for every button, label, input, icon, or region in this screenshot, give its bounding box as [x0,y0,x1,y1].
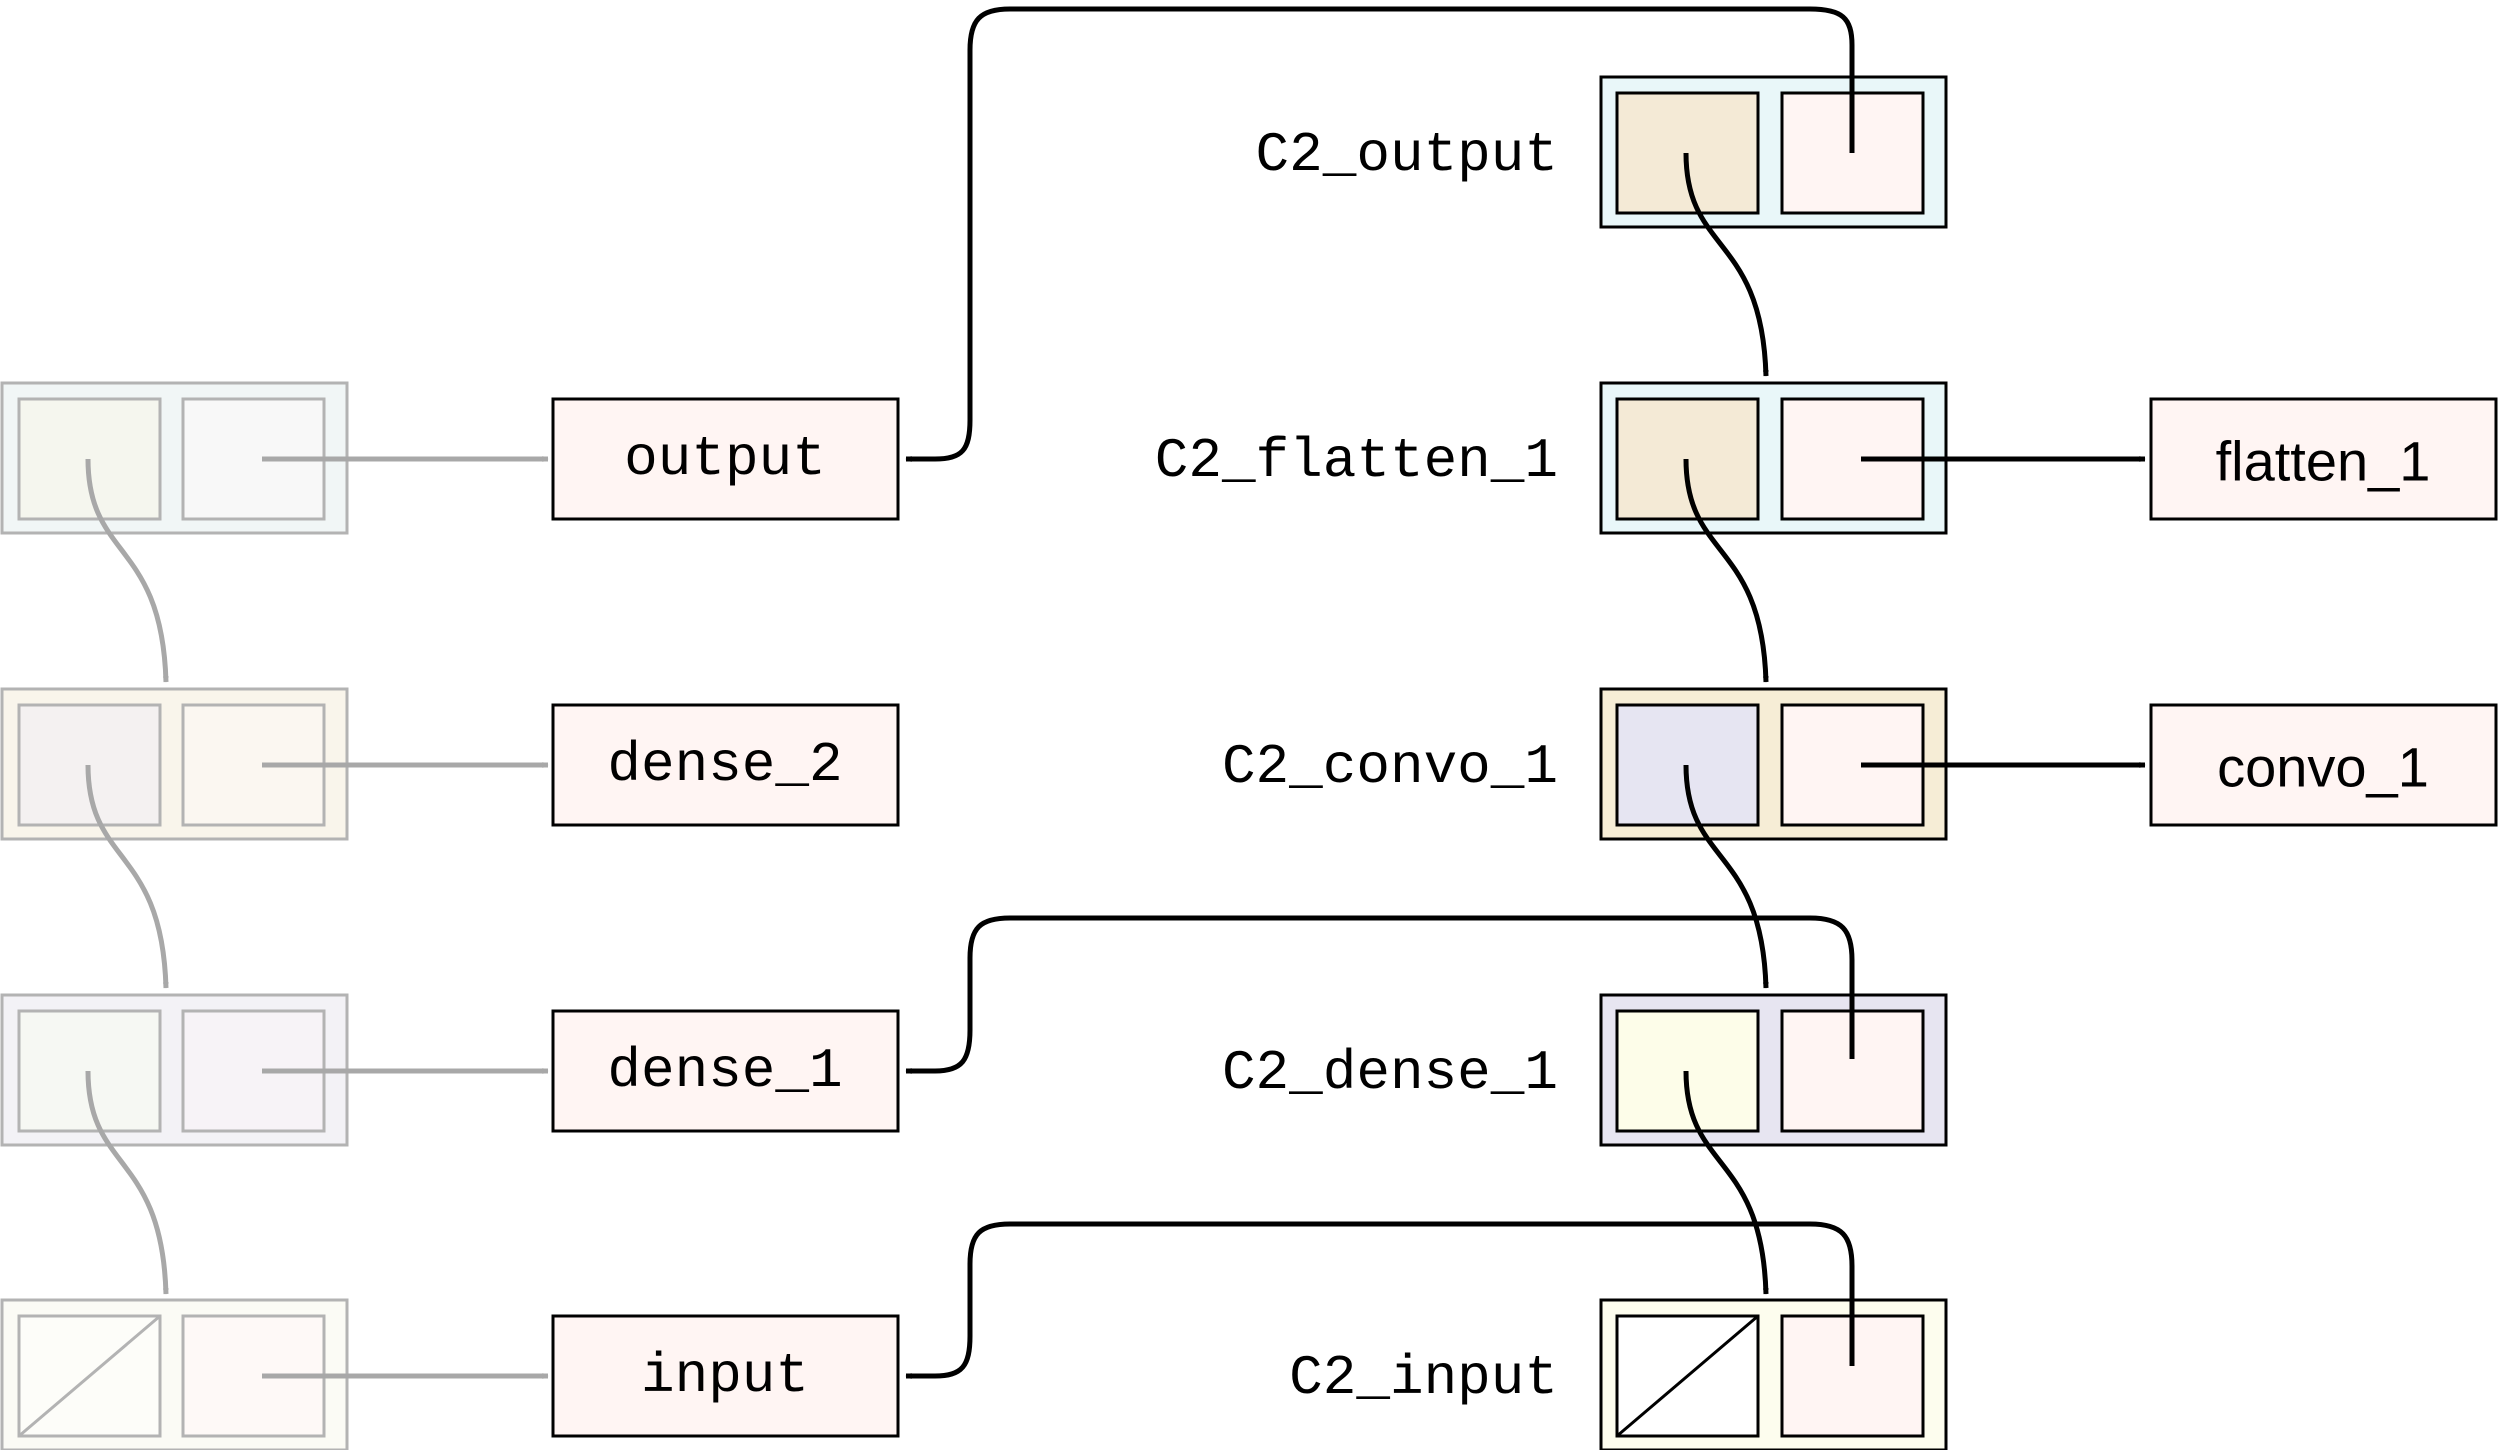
left-chain: output dense_2 dense_1 input [0,381,900,1450]
cell-label-c2-flatten-1: C2_flatten_1 [1155,429,1558,493]
name-box-convo-1 [2149,703,2498,827]
name-label-convo-1: convo_1 [2217,736,2429,799]
name-label-dense-2: dense_2 [607,733,842,797]
left-cell-dense-2 [0,687,349,841]
name-label-input: input [641,1344,809,1408]
name-label-flatten-1: flatten_1 [2216,430,2431,493]
left-null-slash [18,1314,161,1438]
left-next-arrow [85,764,169,989]
right-next-arrow [1683,764,1769,989]
right-cdr-arrow-to-dense-1 [905,915,1855,1074]
right-cell-c2-flatten-1 [1599,381,1948,535]
cell-label-c2-output: C2_output [1256,123,1558,187]
left-next-arrow [85,458,169,683]
right-null-slash [1616,1314,1759,1438]
left-cell-input [0,1298,349,1450]
cell-label-c2-input: C2_input [1289,1346,1558,1410]
left-next-arrow [85,1070,169,1295]
name-box-dense-2 [551,703,900,827]
name-box-flatten-1 [2149,397,2498,521]
right-chain: C2_output C2_flatten_1 C2_convo_1 C2_den… [905,6,2498,1450]
name-box-output [551,397,900,521]
name-box-input [551,1314,900,1438]
right-cell-c2-output [1599,75,1948,229]
right-cdr-arrow-to-output [905,6,1855,462]
name-box-dense-1 [551,1009,900,1133]
right-next-arrow [1683,458,1769,683]
cell-label-c2-dense-1: C2_dense_1 [1222,1041,1558,1105]
right-next-arrow [1683,1070,1769,1295]
right-cdr-arrow-to-input [905,1221,1855,1379]
name-label-dense-1: dense_1 [607,1039,842,1103]
left-car-box [17,1009,162,1133]
name-label-output: output [624,427,826,491]
right-cell-c2-input [1599,1298,1948,1450]
right-next-arrow [1683,152,1769,377]
right-cell-c2-dense-1 [1599,993,1948,1147]
cell-label-c2-convo-1: C2_convo_1 [1222,735,1558,799]
